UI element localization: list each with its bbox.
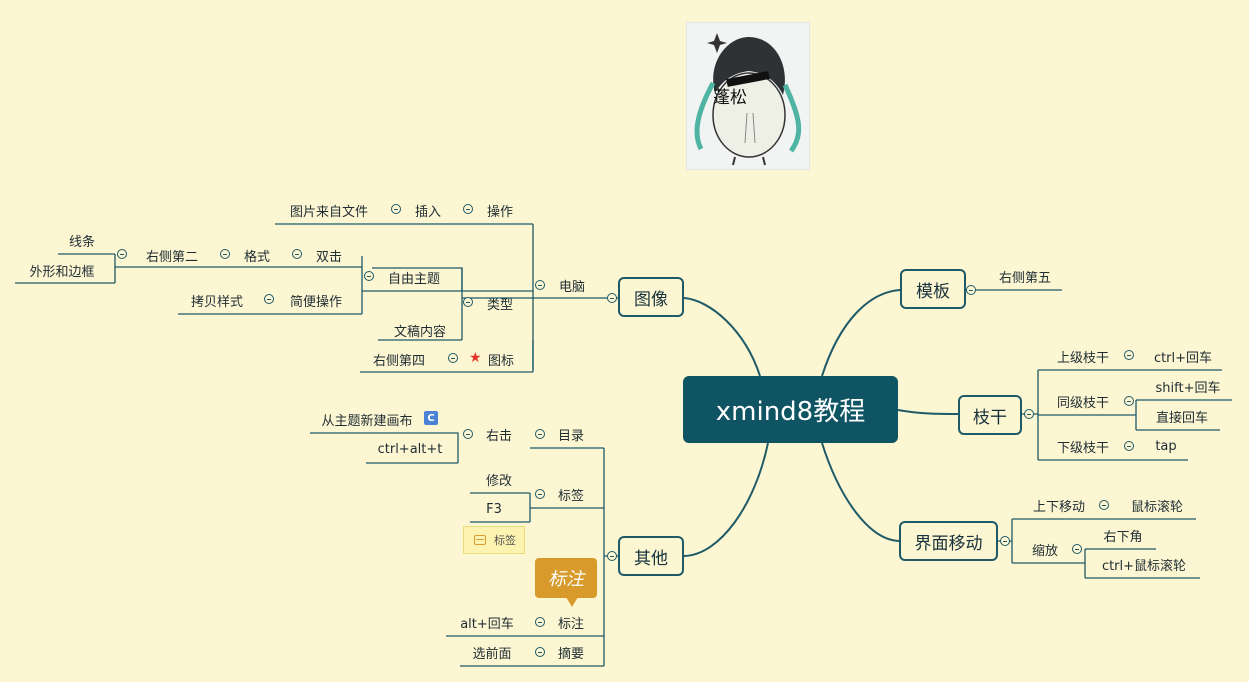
collapse-toggle[interactable] <box>1000 536 1010 546</box>
collapse-toggle[interactable] <box>1124 350 1134 360</box>
tag-icon <box>474 535 486 545</box>
avatar-image: 蓬松 <box>686 22 810 170</box>
topic-right-second[interactable]: 右侧第二 <box>130 245 214 265</box>
topic-shape-border[interactable]: 外形和边框 <box>15 260 109 280</box>
link-central-trunk <box>898 410 958 414</box>
topic-wheel[interactable]: 鼠标滚轮 <box>1120 495 1194 515</box>
topic-shortcut-canvas[interactable]: ctrl+alt+t <box>370 439 450 459</box>
central-topic[interactable]: xmind8教程 <box>683 376 898 443</box>
topic-type[interactable]: 类型 <box>476 293 524 313</box>
topic-right-fifth[interactable]: 右侧第五 <box>992 266 1058 286</box>
topic-child-key[interactable]: tap <box>1146 436 1186 456</box>
topic-operation[interactable]: 操作 <box>476 200 524 220</box>
collapse-toggle[interactable] <box>264 294 274 304</box>
topic-parent-trunk[interactable]: 上级枝干 <box>1048 346 1118 366</box>
collapse-toggle[interactable] <box>1024 409 1034 419</box>
topic-select-front[interactable]: 选前面 <box>462 642 522 662</box>
collapse-toggle[interactable] <box>535 280 545 290</box>
topic-child-trunk[interactable]: 下级枝干 <box>1048 436 1118 456</box>
topic-parent-key[interactable]: ctrl+回车 <box>1146 346 1220 366</box>
topic-sibling-key2[interactable]: 直接回车 <box>1146 406 1218 426</box>
topic-simple-op[interactable]: 简便操作 <box>278 290 354 310</box>
topic-zoom[interactable]: 缩放 <box>1024 539 1066 559</box>
callout-box[interactable]: 标注 <box>535 558 597 598</box>
collapse-toggle[interactable] <box>1099 500 1109 510</box>
tag-label-box: 标签 <box>463 526 525 554</box>
collapse-toggle[interactable] <box>364 271 374 281</box>
collapse-toggle[interactable] <box>117 249 127 259</box>
topic-modify[interactable]: 修改 <box>474 469 524 489</box>
collapse-toggle[interactable] <box>607 293 617 303</box>
topic-interface-move[interactable]: 界面移动 <box>899 521 998 561</box>
topic-summary[interactable]: 摘要 <box>548 642 594 662</box>
collapse-toggle[interactable] <box>463 429 473 439</box>
link-central-template <box>822 290 900 376</box>
collapse-toggle[interactable] <box>535 617 545 627</box>
topic-bottom-right[interactable]: 右下角 <box>1092 525 1154 545</box>
topic-format[interactable]: 格式 <box>232 245 282 265</box>
topic-icon[interactable]: 图标 <box>484 349 518 369</box>
topic-double-click[interactable]: 双击 <box>304 245 354 265</box>
collapse-toggle[interactable] <box>220 249 230 259</box>
collapse-toggle[interactable] <box>292 249 302 259</box>
callout-tail <box>566 597 578 607</box>
topic-computer[interactable]: 电脑 <box>546 275 598 295</box>
collapse-toggle[interactable] <box>535 489 545 499</box>
canvas-link-icon: C <box>424 411 438 425</box>
tag-box-text: 标签 <box>494 532 516 548</box>
topic-free-topic[interactable]: 自由主题 <box>378 267 450 287</box>
collapse-toggle[interactable] <box>391 204 401 214</box>
topic-from-file[interactable]: 图片来自文件 <box>280 200 378 220</box>
link-central-image <box>684 298 760 376</box>
avatar-caption: 蓬松 <box>713 83 747 108</box>
topic-lines[interactable]: 线条 <box>58 230 106 250</box>
topic-insert[interactable]: 插入 <box>404 200 452 220</box>
penguin-illustration <box>687 23 809 169</box>
topic-right-fourth[interactable]: 右侧第四 <box>362 349 436 369</box>
topic-annotation[interactable]: 标注 <box>548 612 594 632</box>
collapse-toggle[interactable] <box>463 204 473 214</box>
collapse-toggle[interactable] <box>966 285 976 295</box>
topic-sibling-key1[interactable]: shift+回车 <box>1146 376 1230 396</box>
topic-updown[interactable]: 上下移动 <box>1024 495 1094 515</box>
link-central-other <box>684 443 768 556</box>
topic-toc[interactable]: 目录 <box>548 424 594 444</box>
collapse-toggle[interactable] <box>463 297 473 307</box>
collapse-toggle[interactable] <box>448 353 458 363</box>
topic-sibling-trunk[interactable]: 同级枝干 <box>1048 391 1118 411</box>
collapse-toggle[interactable] <box>535 429 545 439</box>
collapse-toggle[interactable] <box>535 647 545 657</box>
topic-right-click[interactable]: 右击 <box>476 424 522 444</box>
topic-draft-content[interactable]: 文稿内容 <box>380 320 460 340</box>
collapse-toggle[interactable] <box>1124 396 1134 406</box>
topic-ctrl-wheel[interactable]: ctrl+鼠标滚轮 <box>1092 554 1196 574</box>
topic-copy-style[interactable]: 拷贝样式 <box>180 290 254 310</box>
collapse-toggle[interactable] <box>1072 544 1082 554</box>
topic-alt-enter[interactable]: alt+回车 <box>450 612 524 632</box>
collapse-toggle[interactable] <box>607 551 617 561</box>
star-icon: ★ <box>469 350 482 366</box>
topic-tag[interactable]: 标签 <box>548 484 594 504</box>
topic-trunk[interactable]: 枝干 <box>958 395 1022 435</box>
topic-image[interactable]: 图像 <box>618 277 684 317</box>
topic-new-canvas[interactable]: 从主题新建画布 <box>312 409 422 429</box>
link-central-move <box>822 443 899 541</box>
topic-f3[interactable]: F3 <box>474 499 514 519</box>
topic-template[interactable]: 模板 <box>900 269 966 309</box>
collapse-toggle[interactable] <box>1124 441 1134 451</box>
topic-other[interactable]: 其他 <box>618 536 684 576</box>
